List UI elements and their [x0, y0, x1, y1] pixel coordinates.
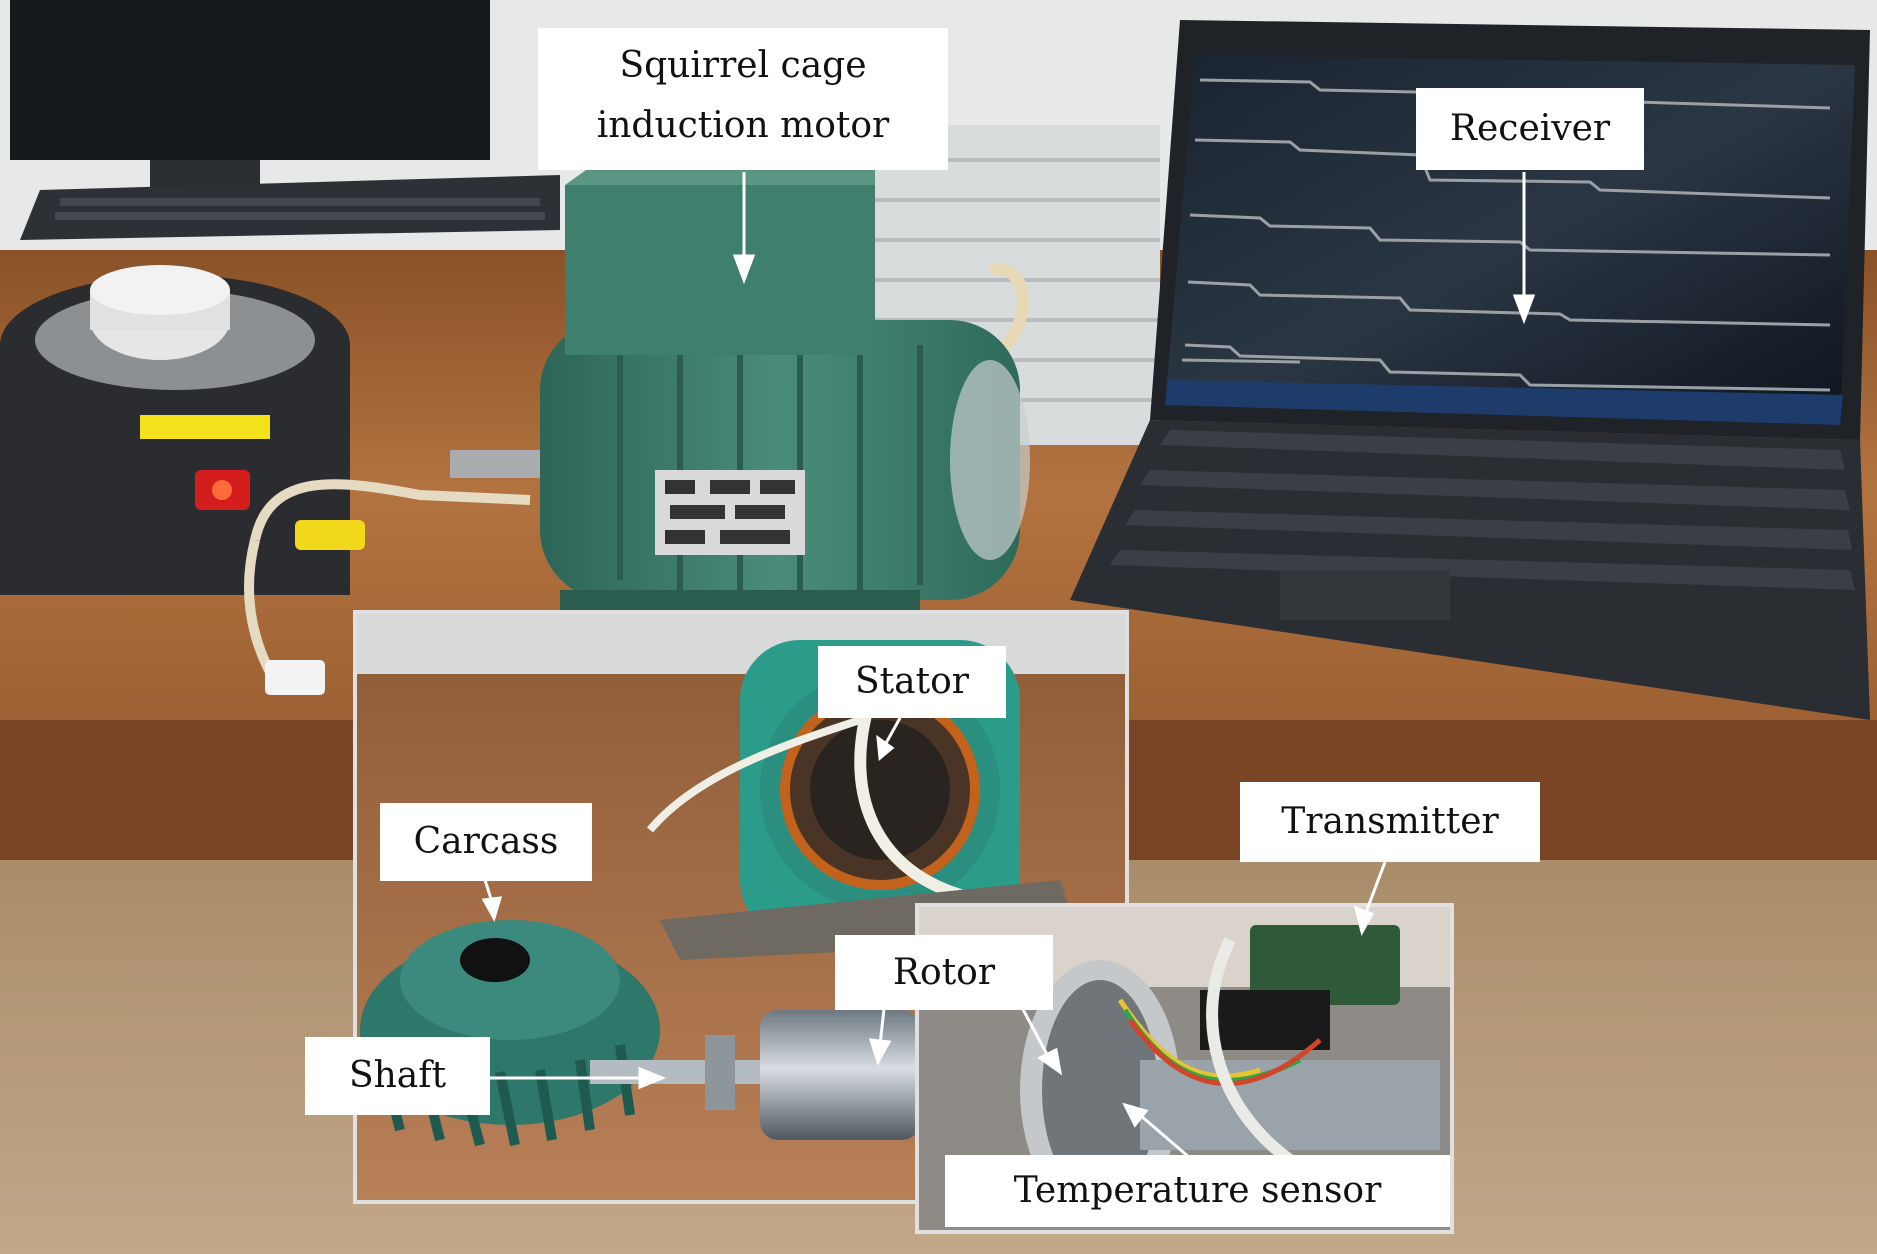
label-rotor: Rotor [835, 935, 1053, 1010]
label-receiver: Receiver [1416, 88, 1644, 170]
arrow-temperature-sensor [1139, 1113, 1191, 1160]
label-shaft: Shaft [305, 1037, 490, 1115]
label-motor-line2: induction motor [596, 105, 890, 146]
arrow-stator [883, 717, 902, 746]
desktop-keyboard [20, 175, 560, 240]
label-carcass: Carcass [380, 803, 592, 881]
power-cable [250, 479, 531, 542]
annotation-arrows [481, 172, 1536, 1160]
arrow-rotor-sensor [1016, 999, 1052, 1061]
label-squirrel-cage-motor: Squirrel cage induction motor [538, 28, 948, 170]
desktop-monitor [10, 0, 490, 190]
laptop [1070, 20, 1870, 720]
label-temperature-sensor: Temperature sensor [945, 1155, 1450, 1227]
label-motor-line1: Squirrel cage [619, 45, 867, 86]
label-transmitter: Transmitter [1240, 782, 1540, 862]
variac-transformer [0, 265, 365, 595]
arrow-transmitter [1363, 861, 1387, 916]
label-stator: Stator [818, 646, 1006, 718]
